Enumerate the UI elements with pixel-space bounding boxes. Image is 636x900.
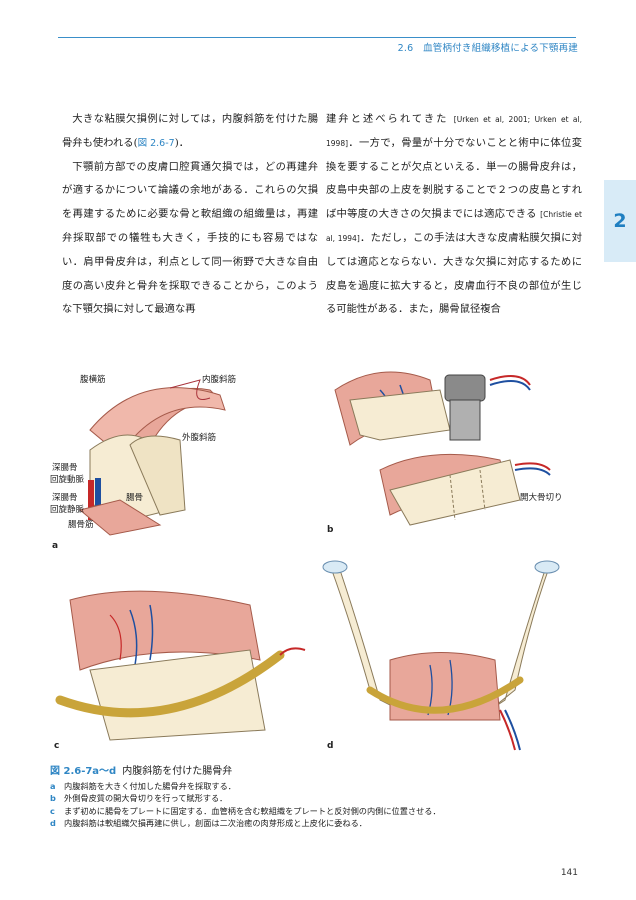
- panel-label-c: c: [54, 741, 59, 751]
- chapter-tab: 2: [604, 180, 636, 262]
- caption-title: 内腹斜筋を付けた腸骨弁: [122, 766, 233, 777]
- caption-number: 図 2.6-7a〜d: [50, 766, 117, 777]
- panel-label-b: b: [327, 525, 334, 535]
- header-rule: [58, 37, 576, 38]
- figure-2-6-7: 腹横筋 内腹斜筋 外腹斜筋 深腸骨 回旋動脈 深腸骨 回旋静脈 腸骨 腸骨筋 a: [50, 360, 578, 755]
- caption-title-line: 図 2.6-7a〜d 内腹斜筋を付けた腸骨弁: [50, 762, 578, 777]
- running-head: 2.6 血管柄付き組織移植による下顎再建: [397, 43, 578, 54]
- panel-b-illustration: 開大骨切り b: [327, 371, 563, 535]
- body-text: 大きな粘膜欠損例に対しては，内腹斜筋を付けた腸骨弁も使われる(: [62, 113, 318, 149]
- body-text: ．ただし，この手法は大きな皮膚粘膜欠損に対しては適応とならない．大きな欠損に対応…: [326, 231, 582, 316]
- panel-label-a: a: [52, 541, 58, 551]
- body-paragraph: 建弁と述べられてきた [Urken et al, 2001; Urken et …: [326, 108, 582, 322]
- label-iliacus: 腸骨筋: [68, 519, 94, 530]
- label-osteotomy: 開大骨切り: [520, 492, 563, 503]
- body-column-right: 建弁と述べられてきた [Urken et al, 2001; Urken et …: [326, 108, 582, 322]
- panel-d-illustration: d: [322, 560, 560, 751]
- page-number: 141: [560, 868, 578, 878]
- body-column-left: 大きな粘膜欠損例に対しては，内腹斜筋を付けた腸骨弁も使われる(図 2.6-7)．…: [62, 108, 318, 322]
- label-transversus: 腹横筋: [80, 374, 106, 385]
- figure-reference-link[interactable]: 図 2.6-7: [137, 137, 175, 149]
- body-text: ．一方で，骨量が十分でないことと術中に体位変換を要することが欠点といえる．単一の…: [326, 136, 582, 221]
- label-external-oblique: 外腹斜筋: [182, 432, 216, 443]
- body-text: 建弁と述べられてきた: [326, 113, 454, 125]
- citation: [Christie et al, 1994]: [326, 210, 582, 243]
- label-ilium: 腸骨: [126, 493, 143, 503]
- label-dciv-2: 回旋静脈: [50, 504, 85, 515]
- panel-a-labels: 腹横筋 内腹斜筋 外腹斜筋 深腸骨 回旋動脈 深腸骨 回旋静脈 腸骨 腸骨筋 a: [50, 374, 236, 551]
- panel-label-d: d: [327, 741, 333, 751]
- body-paragraph: 下顎前方部での皮膚口腔貫通欠損では，どの再建弁が適するかについて論議の余地がある…: [62, 156, 318, 323]
- label-internal-oblique: 内腹斜筋: [202, 374, 236, 385]
- label-dcia-1: 深腸骨: [52, 463, 78, 473]
- panel-a-illustration: [78, 379, 226, 536]
- label-dciv-1: 深腸骨: [52, 493, 78, 503]
- label-dcia-2: 回旋動脈: [50, 474, 85, 485]
- chapter-number: 2: [613, 210, 627, 232]
- body-paragraph: 大きな粘膜欠損例に対しては，内腹斜筋を付けた腸骨弁も使われる(図 2.6-7)．: [62, 108, 318, 156]
- body-text: 下顎前方部での皮膚口腔貫通欠損では，どの再建弁が適するかについて論議の余地がある…: [62, 160, 318, 316]
- body-text: )．: [174, 136, 190, 149]
- citation: [Urken et al, 2001; Urken et al, 1998]: [326, 115, 582, 148]
- panel-c-illustration: c: [54, 590, 306, 751]
